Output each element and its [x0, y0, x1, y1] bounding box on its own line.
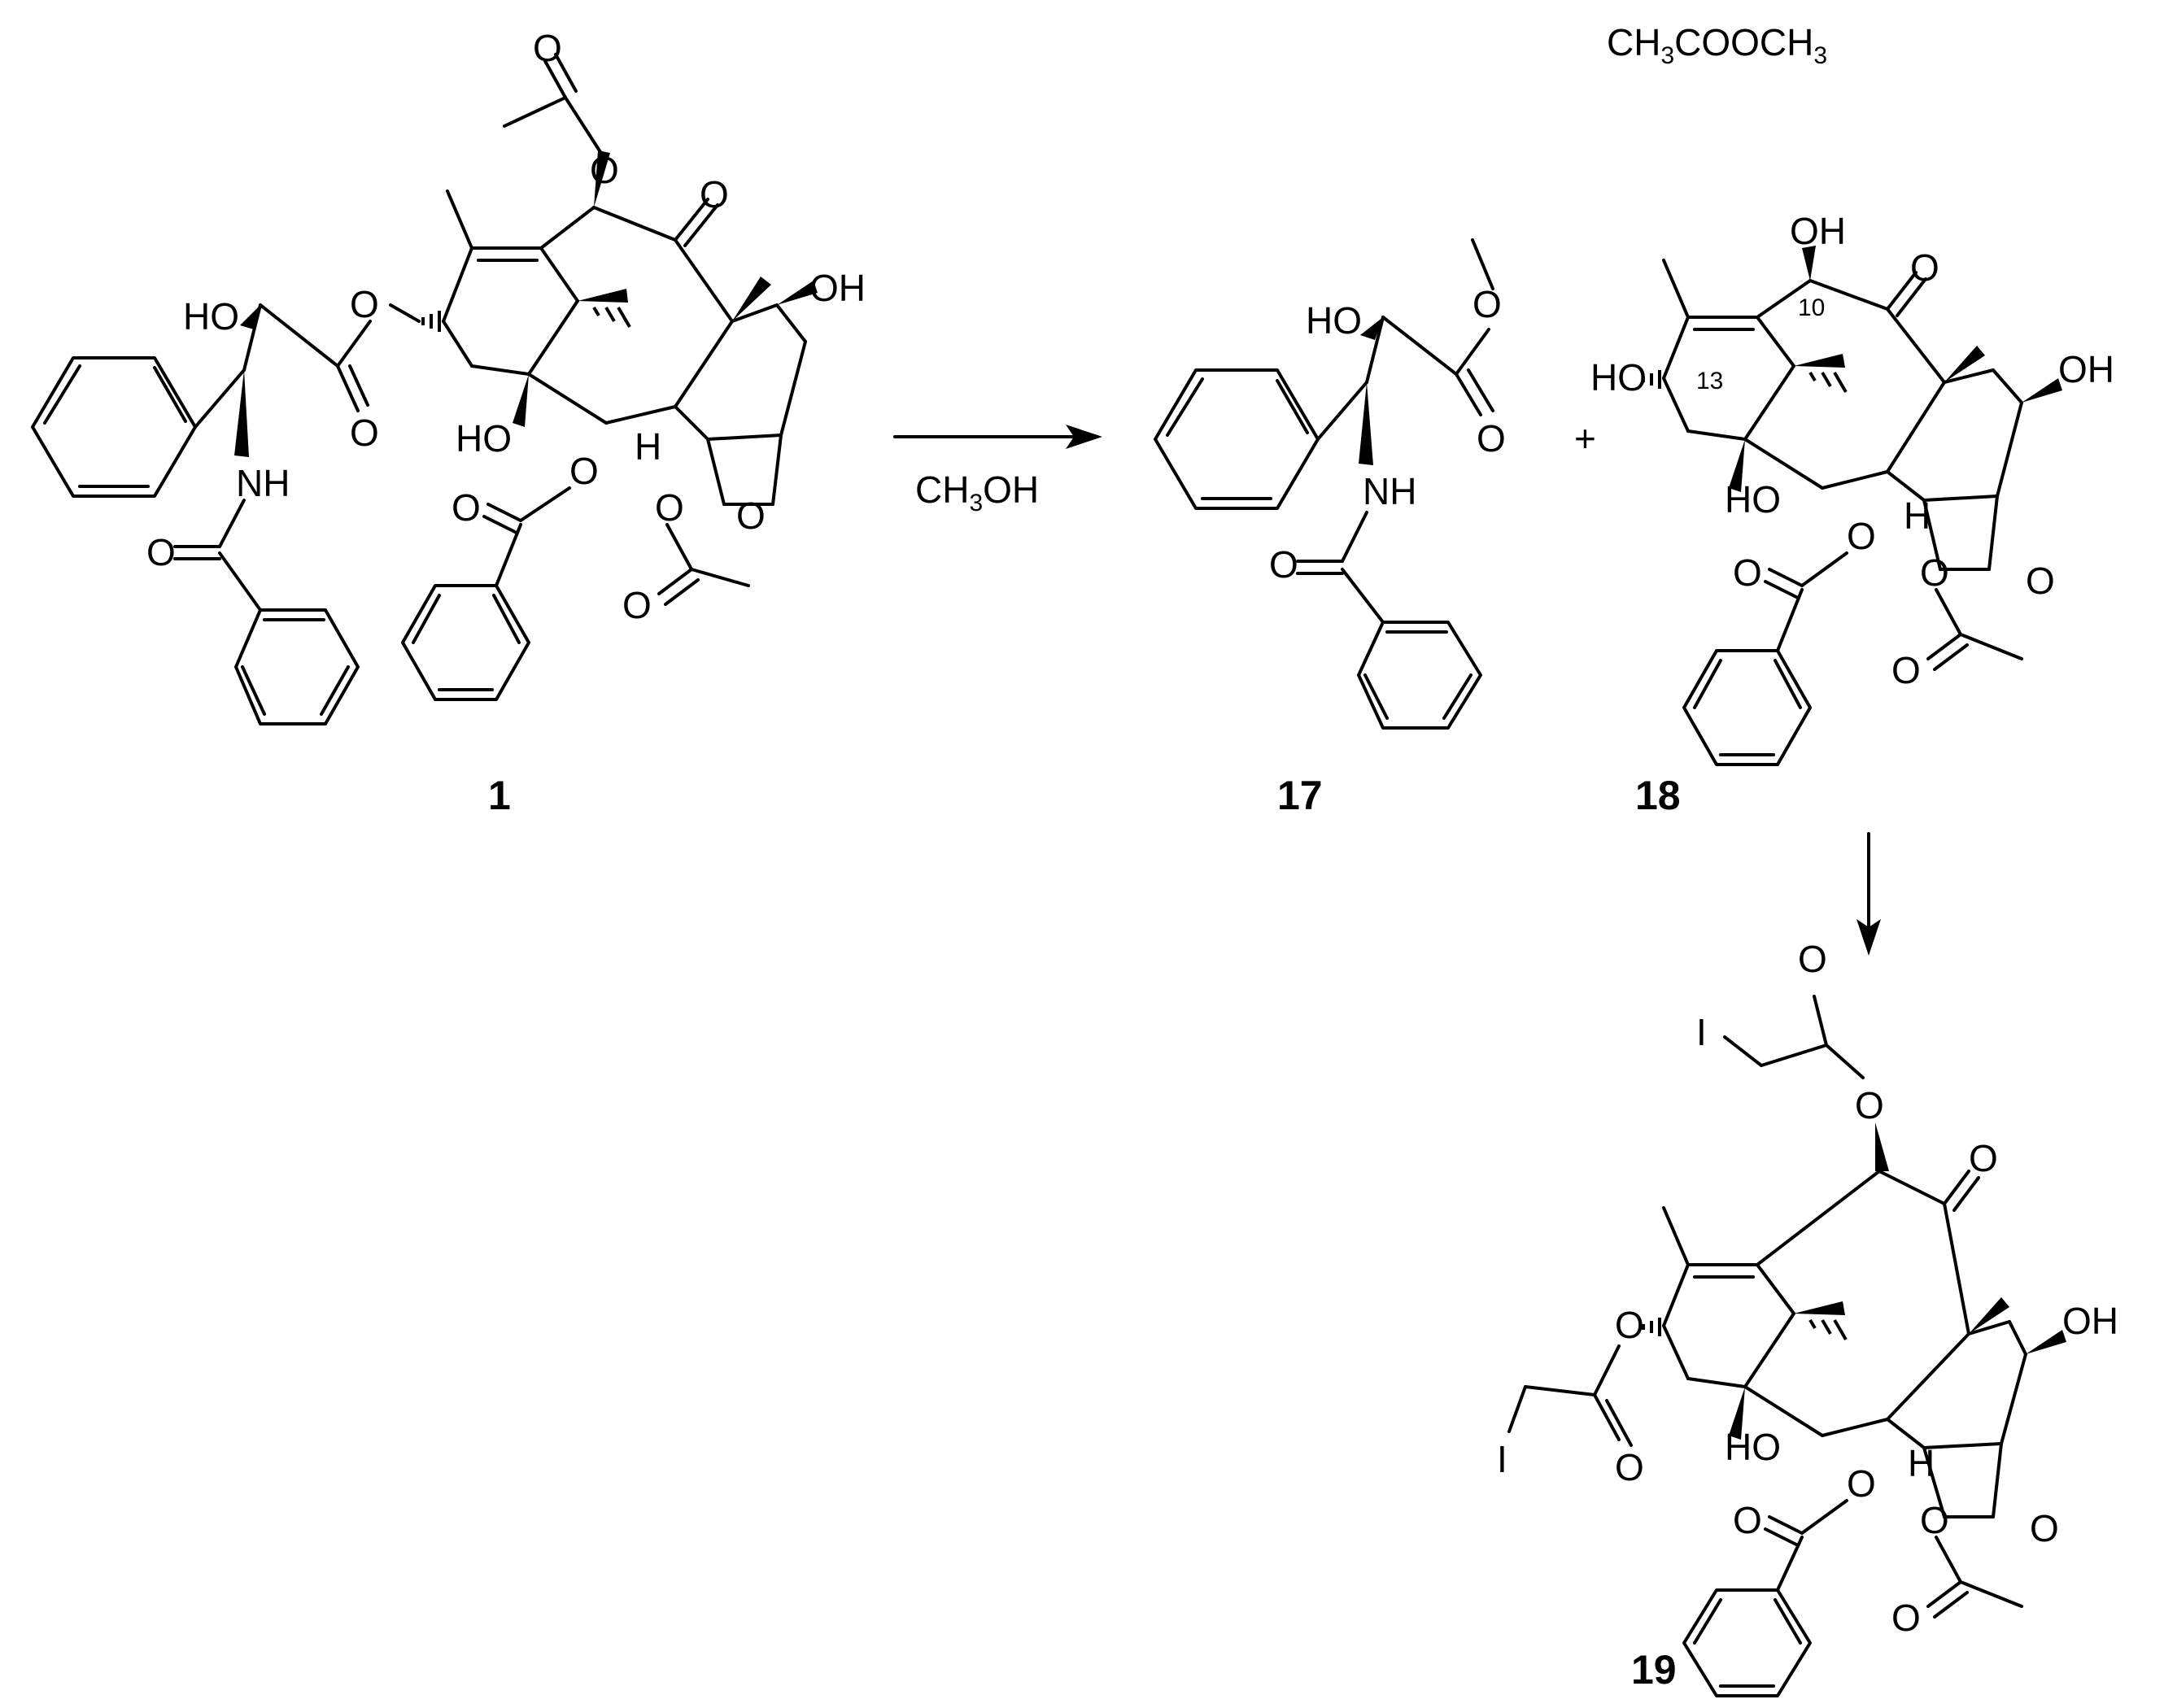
plus-sign: +	[1574, 417, 1596, 460]
svg-text:OH: OH	[809, 267, 866, 309]
svg-text:O: O	[700, 173, 729, 216]
svg-text:NH: NH	[1363, 470, 1416, 512]
compound-label-1: 1	[488, 773, 511, 818]
svg-text:O: O	[146, 531, 176, 573]
svg-text:O: O	[350, 283, 379, 325]
svg-text:O: O	[452, 486, 481, 529]
svg-text:O: O	[1969, 1137, 1998, 1179]
compound-19: O O I O O I HO	[1497, 938, 2118, 1697]
svg-text:O: O	[350, 412, 379, 454]
svg-text:NH: NH	[236, 462, 290, 504]
compound-17: HO O O NH O	[1154, 238, 1506, 730]
svg-text:O: O	[1847, 515, 1876, 557]
svg-text:O: O	[1269, 543, 1298, 586]
reagent-methanol: CH3OH	[915, 468, 1039, 516]
svg-text:O: O	[622, 584, 652, 626]
svg-text:O: O	[1798, 938, 1827, 980]
svg-text:O: O	[569, 450, 599, 492]
svg-text:H: H	[1908, 1442, 1935, 1484]
svg-text:HO: HO	[1725, 478, 1781, 521]
compound-label-19: 19	[1631, 1647, 1677, 1693]
svg-text:O: O	[1891, 1597, 1921, 1639]
svg-text:O: O	[1920, 1499, 1949, 1541]
svg-text:O: O	[1855, 1084, 1884, 1126]
svg-text:O: O	[1920, 551, 1949, 594]
svg-text:O: O	[1891, 649, 1921, 691]
svg-text:O: O	[1477, 417, 1506, 460]
compound-label-17: 17	[1277, 773, 1323, 818]
svg-text:H: H	[1904, 495, 1931, 537]
compound-1: HO O O NH O	[31, 27, 866, 725]
compound-18: HO 13 HO 10 OH O OH	[1590, 210, 2114, 766]
svg-text:I: I	[1497, 1438, 1507, 1480]
svg-text:OH: OH	[2062, 1300, 2118, 1342]
svg-text:O: O	[590, 149, 619, 191]
down-arrow-head	[1856, 919, 1881, 956]
reaction-arrow-head	[1066, 425, 1102, 449]
svg-text:OH: OH	[1790, 210, 1846, 252]
svg-text:O: O	[1733, 551, 1762, 594]
reagent-methyl-acetate: CH3COOCH3	[1607, 21, 1827, 69]
svg-text:O: O	[533, 27, 562, 69]
svg-text:HO: HO	[1725, 1426, 1781, 1468]
svg-text:O: O	[736, 495, 766, 537]
svg-text:OH: OH	[2058, 348, 2114, 390]
svg-text:O: O	[2030, 1507, 2059, 1549]
svg-text:HO: HO	[456, 417, 512, 460]
svg-text:O: O	[1615, 1446, 1644, 1488]
svg-text:O: O	[2026, 560, 2055, 602]
svg-text:O: O	[1472, 283, 1502, 325]
svg-text:H: H	[635, 425, 661, 468]
svg-text:O: O	[1847, 1462, 1876, 1505]
svg-text:O: O	[1733, 1499, 1762, 1541]
svg-text:O: O	[655, 486, 684, 529]
svg-text:HO: HO	[1306, 299, 1362, 342]
svg-text:HO: HO	[183, 295, 239, 338]
locant-13: 13	[1696, 368, 1723, 394]
locant-10: 10	[1798, 294, 1825, 321]
compound-label-18: 18	[1635, 773, 1681, 818]
svg-text:O: O	[1910, 246, 1939, 289]
svg-text:HO: HO	[1590, 356, 1647, 399]
svg-text:O: O	[1615, 1304, 1644, 1346]
svg-text:I: I	[1696, 1011, 1707, 1053]
